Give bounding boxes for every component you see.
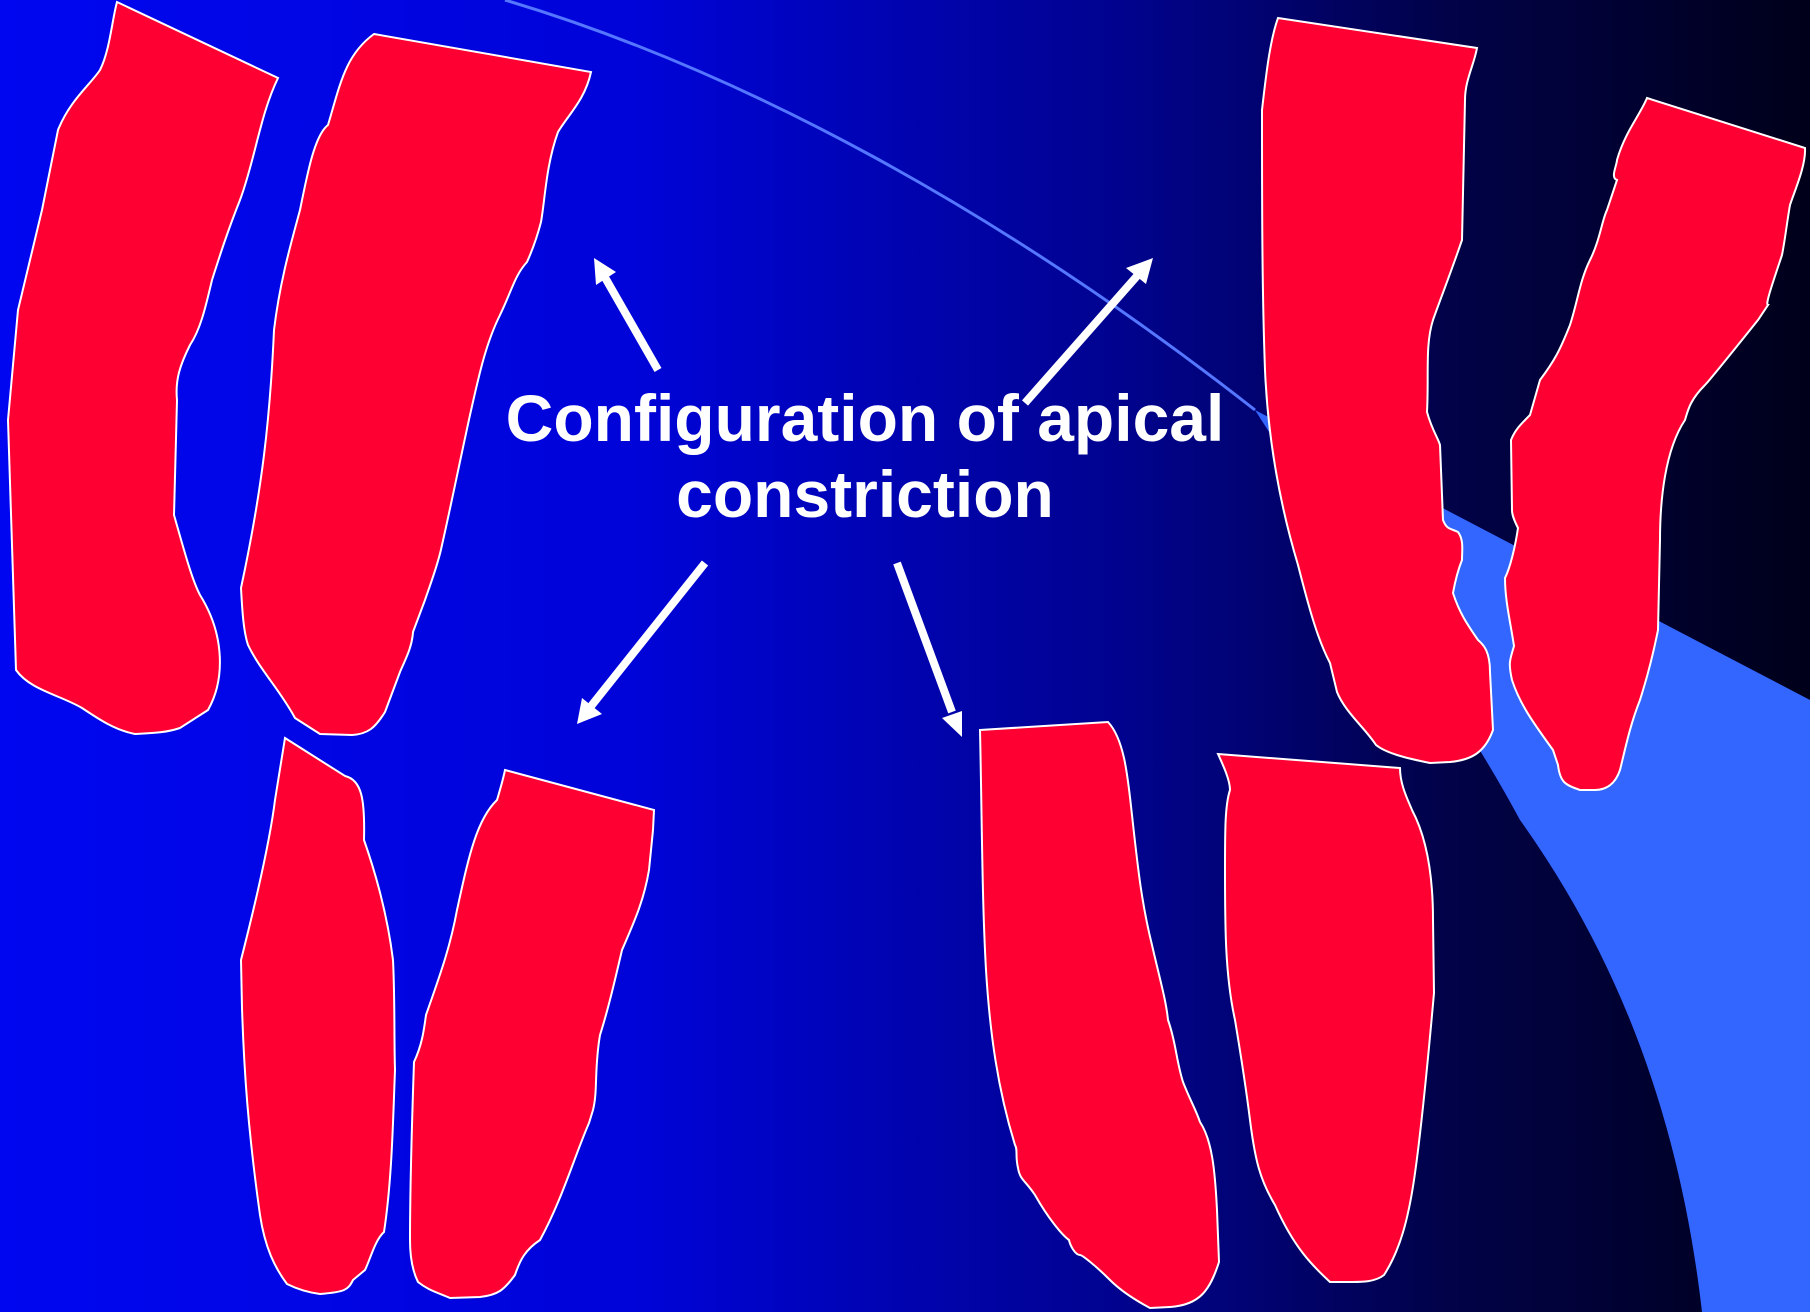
root-bottom-left-b — [410, 770, 654, 1298]
background-arc — [505, 0, 1255, 410]
arrow-to-bottom-right — [897, 563, 952, 712]
root-bottom-right-b — [1218, 754, 1434, 1282]
root-bottom-left-a — [241, 738, 395, 1294]
root-pair-bottom-left — [241, 738, 654, 1298]
diagram-caption: Configuration of apical constriction — [480, 380, 1250, 532]
arrow-to-top-left — [603, 274, 658, 370]
root-pair-bottom-right — [980, 722, 1434, 1308]
root-top-right-a — [1262, 18, 1493, 763]
arrow-to-bottom-left — [588, 563, 705, 710]
root-pair-top-left — [8, 2, 591, 735]
root-bottom-right-a — [980, 722, 1219, 1308]
caption-line-1: Configuration of apical — [480, 380, 1250, 456]
caption-line-2: constriction — [480, 456, 1250, 532]
arrow-head-bottom-right — [942, 711, 962, 737]
root-top-left-a — [8, 2, 278, 734]
